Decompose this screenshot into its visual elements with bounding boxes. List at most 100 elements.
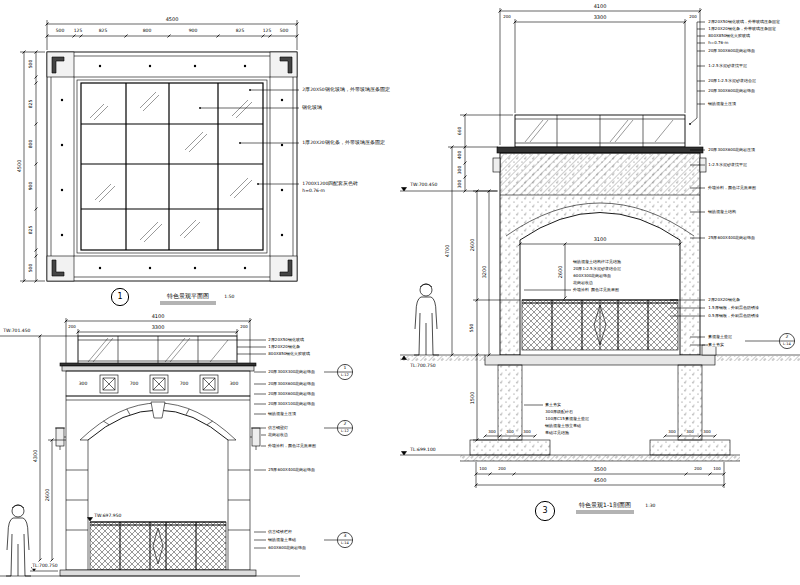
annotation: 花岗岩收边 <box>268 433 289 437</box>
level-mark: TL:699.100 <box>410 448 436 453</box>
circle-outline <box>535 501 554 520</box>
dimension: 800 <box>29 139 34 148</box>
annotation: 钢筋混凝土压顶 <box>708 102 737 106</box>
divider-line <box>338 372 353 373</box>
annotation: 100厚C15素混凝土垫层 <box>545 417 589 421</box>
view-title: 特色景观1-1剖面图 <box>579 502 631 508</box>
dimension: 300 <box>458 179 463 188</box>
annotation: 20厚300X600花岗岩饰面 <box>708 89 756 93</box>
callout-number: 3 <box>344 534 347 539</box>
dimension: 2600 <box>470 238 475 251</box>
dimension: 300 <box>229 382 238 387</box>
dimension: 200 <box>498 467 506 471</box>
annotation: 2厚20X50钢化玻璃，外带玻璃压条固定 <box>302 88 390 93</box>
annotation: 20厚300X600花岗岩饰面 <box>268 382 316 386</box>
divider-line <box>780 341 795 342</box>
dimension: 825 <box>235 29 244 34</box>
annotation: 20厚300X600花岗岩饰面 <box>708 49 756 53</box>
dimension: 4100 <box>151 314 164 319</box>
detail-callout: 2L-14 <box>779 333 795 349</box>
dimension: 500 <box>29 59 34 68</box>
dimension: 300 <box>78 382 87 387</box>
callout-number: L-12 <box>341 374 349 378</box>
annotation: 20厚300X300花岗岩饰面 <box>268 370 316 374</box>
annotation: 25厚600X400花岗岩饰面 <box>268 468 316 472</box>
dimension: 900 <box>188 29 197 34</box>
annotation: 钢筋混凝土压顶 <box>268 412 297 416</box>
dimension: 3300 <box>151 325 164 330</box>
dimension: 700 <box>179 382 188 387</box>
annotation: 1700X1200四配套灰色砖 <box>302 182 359 187</box>
dimension: 700 <box>129 382 138 387</box>
annotation: 2厚20X20钢化条 <box>708 298 740 302</box>
annotation: 外墙涂料 颜色详见效果图 <box>573 288 619 292</box>
view-number-circle: 1 <box>111 288 129 306</box>
dimension: 300 <box>686 430 694 434</box>
annotation: 钢化玻璃 <box>302 106 323 111</box>
dimension: 125 <box>262 29 271 34</box>
annotation: 外墙涂料，颜色详见效果图 <box>268 444 317 448</box>
annotation: 钢筋混凝土独立基础 <box>545 424 582 428</box>
dimension: 200 <box>68 325 76 329</box>
level-mark: TL:700.750 <box>410 364 436 369</box>
dimension: 825 <box>98 29 107 34</box>
dimension: 4500 <box>17 159 22 172</box>
dimension: 1500 <box>470 391 475 404</box>
annotation: 钢筋混凝土基础 <box>268 538 297 542</box>
annotation: 钢筋混凝土结构柱详见结施 <box>573 260 622 264</box>
dimension: 3100 <box>593 237 606 242</box>
dimension: 200 <box>240 325 248 329</box>
level-mark: TW:697.950 <box>94 514 122 519</box>
dimension: 400 <box>458 150 463 159</box>
dimension: 3200 <box>482 265 487 278</box>
dimension: 300 <box>523 430 531 434</box>
dimension: 300 <box>458 165 463 174</box>
annotation: 800X850钢化夹胶玻璃 <box>708 34 751 38</box>
circle-outline <box>337 364 352 379</box>
annotation: 1.5厚钢板，外刷黑色防锈漆 <box>708 306 759 310</box>
dimension: 825 <box>29 99 34 108</box>
dimension: 4500 <box>593 478 606 483</box>
dimension: 800 <box>142 29 151 34</box>
annotation: h=0.76-m <box>302 189 325 194</box>
annotation: 2厚20X50钢化玻璃 <box>268 338 304 342</box>
annotation: 基础详见结施 <box>545 431 570 435</box>
dimension: 825 <box>29 225 34 234</box>
level-mark: TL:700.750 <box>32 564 58 569</box>
callout-number: L-14 <box>783 343 791 347</box>
dimension: 3300 <box>593 15 606 20</box>
dimension: 125 <box>73 29 82 34</box>
dimension: 200 <box>689 15 697 19</box>
annotation: 2厚20X50钢化玻璃，外带玻璃压条固定 <box>708 20 780 24</box>
section-view <box>400 8 800 513</box>
annotation: 外墙涂料，颜色详见效果图 <box>708 186 757 190</box>
annotation: 300厚级配碎石 <box>545 410 573 414</box>
dimension: 100 <box>479 467 487 471</box>
annotation: 素混凝土垫层 <box>708 335 733 339</box>
dimension: 200 <box>694 467 702 471</box>
annotation: 1厚20X20钢化条，外带玻璃压条固定 <box>708 27 776 31</box>
dimension: 4100 <box>593 4 606 9</box>
annotation: 20厚300X600花岗岩压顶 <box>708 148 756 152</box>
annotation: 0.5厚钢板，外刷黑色防锈漆 <box>708 314 759 318</box>
dimension: 300 <box>703 430 711 434</box>
circle-outline <box>779 333 794 348</box>
annotation: h=0.76-m <box>708 41 729 45</box>
callout-number: 1 <box>344 366 347 371</box>
dimension: 500 <box>279 29 288 34</box>
detail-callout: 2L-12 <box>337 420 353 436</box>
annotation: 仿古铸铁栏杆 <box>268 530 293 534</box>
annotation: 600X300花岗岩饰面 <box>573 274 612 278</box>
annotation: 25厚600X400花岗岩饰面 <box>708 236 756 240</box>
divider-line <box>338 428 353 429</box>
annotation: 20厚300X100花岗岩饰面 <box>268 402 316 406</box>
scale-note: 1:30 <box>645 504 656 509</box>
view-title: 特色景观平面图 <box>167 293 210 299</box>
dimension: 4700 <box>445 244 450 257</box>
plan-view <box>20 20 299 304</box>
circle-outline <box>337 420 352 435</box>
dimension: 3500 <box>593 467 606 472</box>
dimension: 660 <box>458 126 463 135</box>
